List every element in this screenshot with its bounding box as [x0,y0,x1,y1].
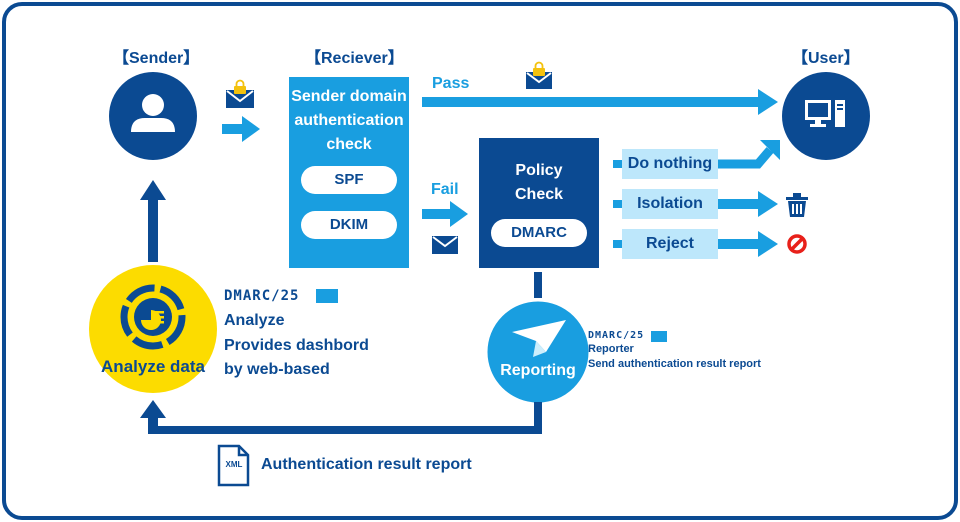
envelope-icon [432,236,458,254]
policy-title-line2: Check [514,186,564,203]
reporter-logo-text: DMARC/25 [588,330,645,341]
sender-to-receiver-arrow [222,116,260,142]
report-file-label: Authentication result report [261,456,472,473]
analyze-desc-line2: by web-based [224,361,330,378]
computer-icon [805,100,845,127]
fail-arrow [422,201,468,227]
action-isolation-row [613,189,778,219]
receiver-title-line1: Sender domain [291,88,407,105]
fail-label: Fail [431,181,459,198]
analyze-product-name: Analyze [224,312,285,329]
reporter-product-name: Reporter [588,343,634,355]
action-do-nothing-row [613,140,780,179]
user-header: 【User】 [792,50,860,67]
pie-chart-icon [120,284,186,350]
reporting-circle-label: Reporting [500,362,576,379]
prohibited-icon [787,234,807,254]
xml-file-type: XML [225,460,243,469]
action-isolation-label: Isolation [637,195,703,212]
action-do-nothing-label: Do nothing [627,155,713,172]
reporting-to-analyze-path [140,400,542,434]
dmarc25-logo-analyze [316,289,338,303]
spf-label: SPF [334,171,364,188]
receiver-header: 【Reciever】 [305,50,404,67]
envelope-lock-icon [526,61,552,89]
action-reject-label: Reject [645,235,695,252]
paper-plane-icon [512,320,566,357]
policy-to-reporting-line [534,272,542,298]
dmarc25-logo-reporter [651,331,667,342]
receiver-title-line2: authentication [294,112,404,129]
envelope-lock-icon [226,79,254,108]
pass-label: Pass [432,75,470,92]
analyze-to-sender-arrow [140,180,166,262]
action-reject-row [613,229,778,259]
reporter-description: Send authentication result report [588,358,761,370]
dkim-pill [301,211,397,239]
dmarc-label: DMARC [511,224,567,241]
sender-header: 【Sender】 [113,50,200,67]
xml-file-icon [217,444,250,487]
dkim-label: DKIM [329,216,369,233]
analyze-circle-label: Analyze data [101,357,205,376]
policy-title-line1: Policy [515,162,563,179]
dmarc-pill [491,219,587,247]
spf-pill [301,166,397,194]
trash-icon [786,193,808,217]
receiver-title-line3: check [326,136,372,153]
pass-arrow [422,89,778,115]
analyze-logo-text: DMARC/25 [224,288,300,304]
analyze-desc-line1: Provides dashbord [224,337,369,354]
person-icon [131,94,175,132]
